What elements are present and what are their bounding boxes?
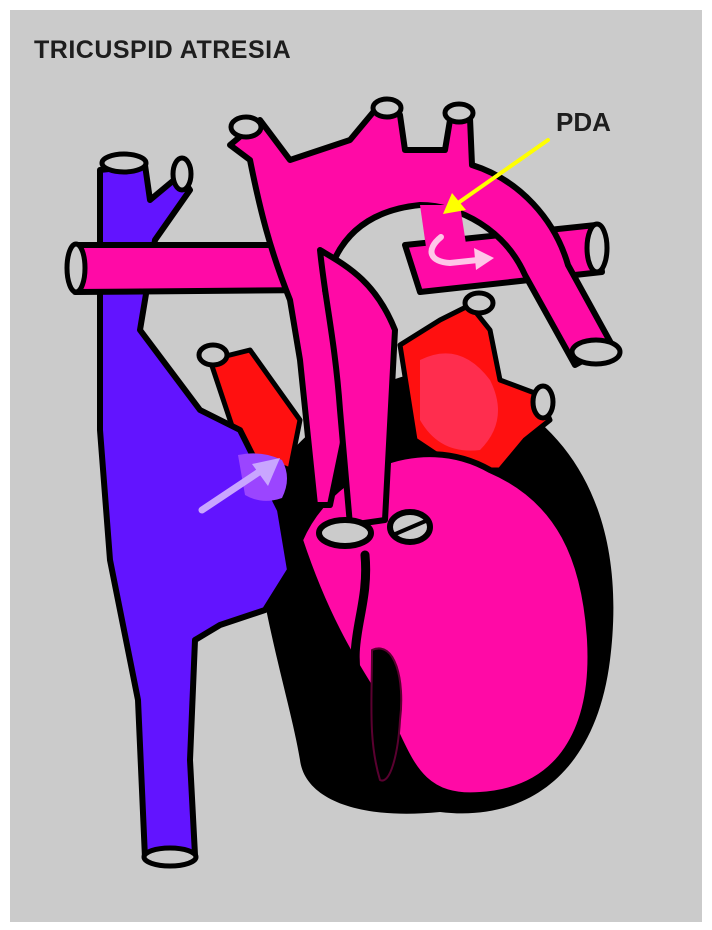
pda-label: PDA: [556, 107, 611, 138]
svc-opening: [102, 154, 146, 172]
pulmonary-artery-right-opening: [587, 224, 607, 272]
left-pulmonary-vein-lower: [533, 386, 553, 418]
left-subclavian-artery-opening: [445, 104, 473, 122]
brachiocephalic-artery-opening: [231, 117, 261, 137]
left-pulmonary-vein-upper: [465, 293, 493, 313]
descending-aorta-opening: [572, 340, 620, 364]
pulmonary-valve: [319, 520, 371, 546]
right-pulmonary-vein-opening: [199, 345, 227, 365]
ivc-opening: [144, 848, 196, 866]
left-carotid-artery-opening: [373, 99, 401, 117]
diagram-title: TRICUSPID ATRESIA: [34, 36, 291, 65]
pulmonary-artery-left-opening: [67, 244, 85, 292]
brachiocephalic-opening: [173, 158, 191, 190]
